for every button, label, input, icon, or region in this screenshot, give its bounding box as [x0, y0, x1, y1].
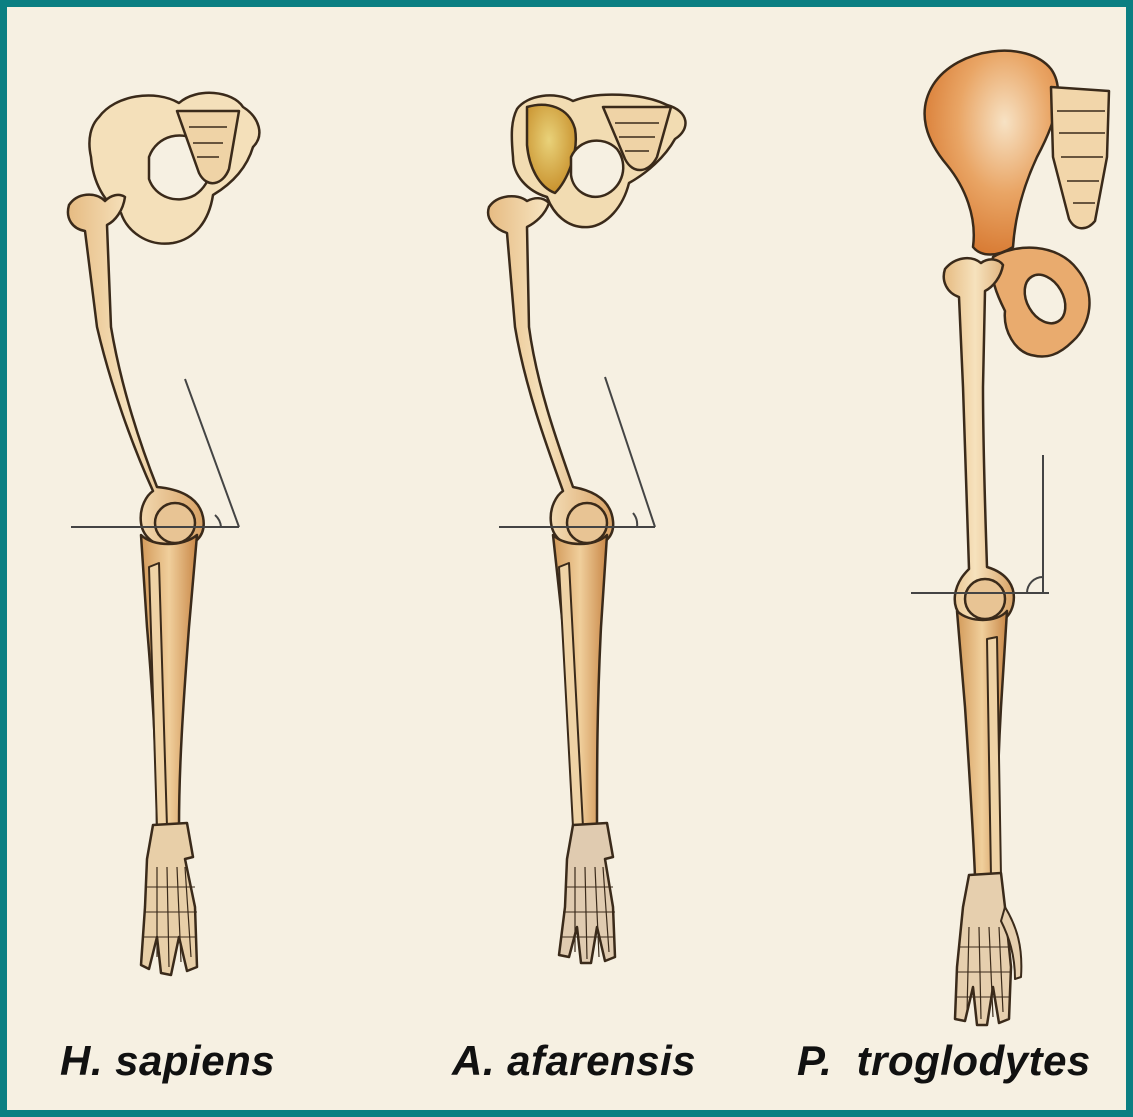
p-troglodytes-label: P. troglodytes	[797, 1037, 1091, 1085]
a-afarensis-label: A. afarensis	[452, 1037, 696, 1085]
p-troglodytes-femur	[944, 258, 1014, 625]
p-troglodytes-ilium	[925, 51, 1058, 255]
a-afarensis-skeleton	[488, 95, 685, 963]
skeleton-illustration	[7, 7, 1126, 1110]
h-sapiens-femur	[68, 195, 204, 548]
h-sapiens-label: H. sapiens	[60, 1037, 275, 1085]
h-sapiens-skeleton	[68, 93, 259, 975]
p-troglodytes-skeleton	[925, 51, 1109, 1025]
a-afarensis-femur	[488, 196, 613, 547]
